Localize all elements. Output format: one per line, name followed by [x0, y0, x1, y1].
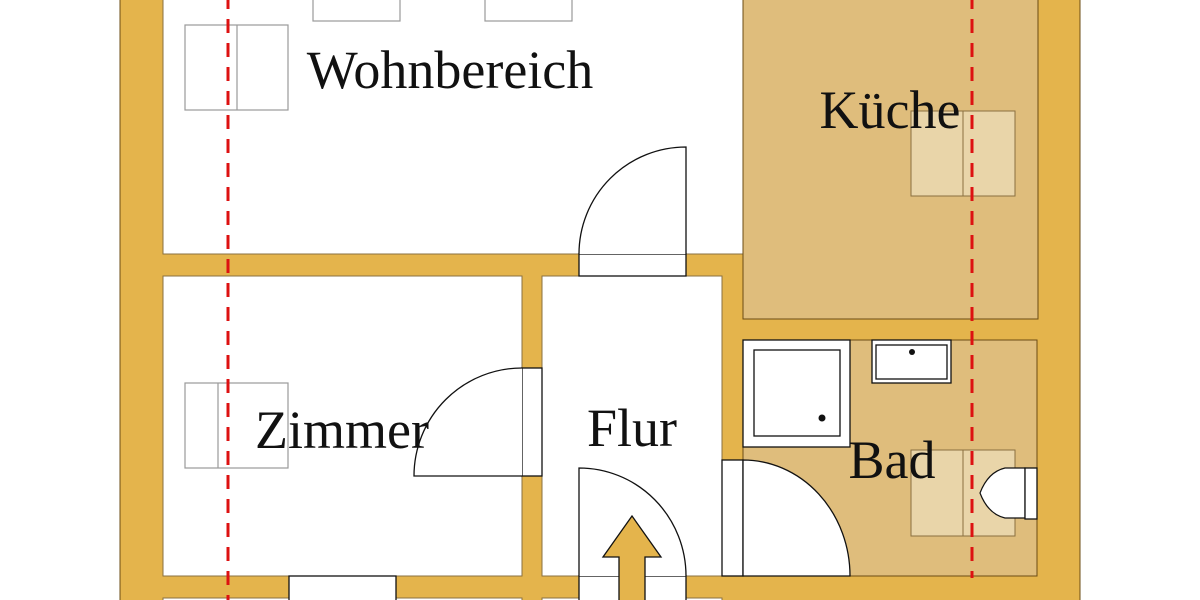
door-swing-icon[interactable] [578, 146, 687, 277]
furniture-kueche [910, 110, 1016, 197]
furniture-wohnbereich [184, 24, 289, 111]
sink-icon [871, 339, 952, 384]
arrow-up-icon [601, 514, 663, 600]
toilet-icon [979, 467, 1038, 520]
furniture-zimmer [184, 382, 289, 469]
room-label-kueche: Küche [820, 80, 961, 140]
room-label-bad: Bad [849, 430, 936, 490]
room-label-flur: Flur [587, 398, 677, 458]
door-swing-icon[interactable] [413, 367, 543, 477]
window-icon [484, 0, 573, 22]
shower-icon [742, 339, 851, 448]
door-swing-icon[interactable] [721, 459, 851, 577]
room-label-zimmer: Zimmer [255, 400, 429, 460]
window-icon [288, 575, 397, 600]
room-label-wohnbereich: Wohnbereich [307, 40, 594, 100]
window-icon [312, 0, 401, 22]
